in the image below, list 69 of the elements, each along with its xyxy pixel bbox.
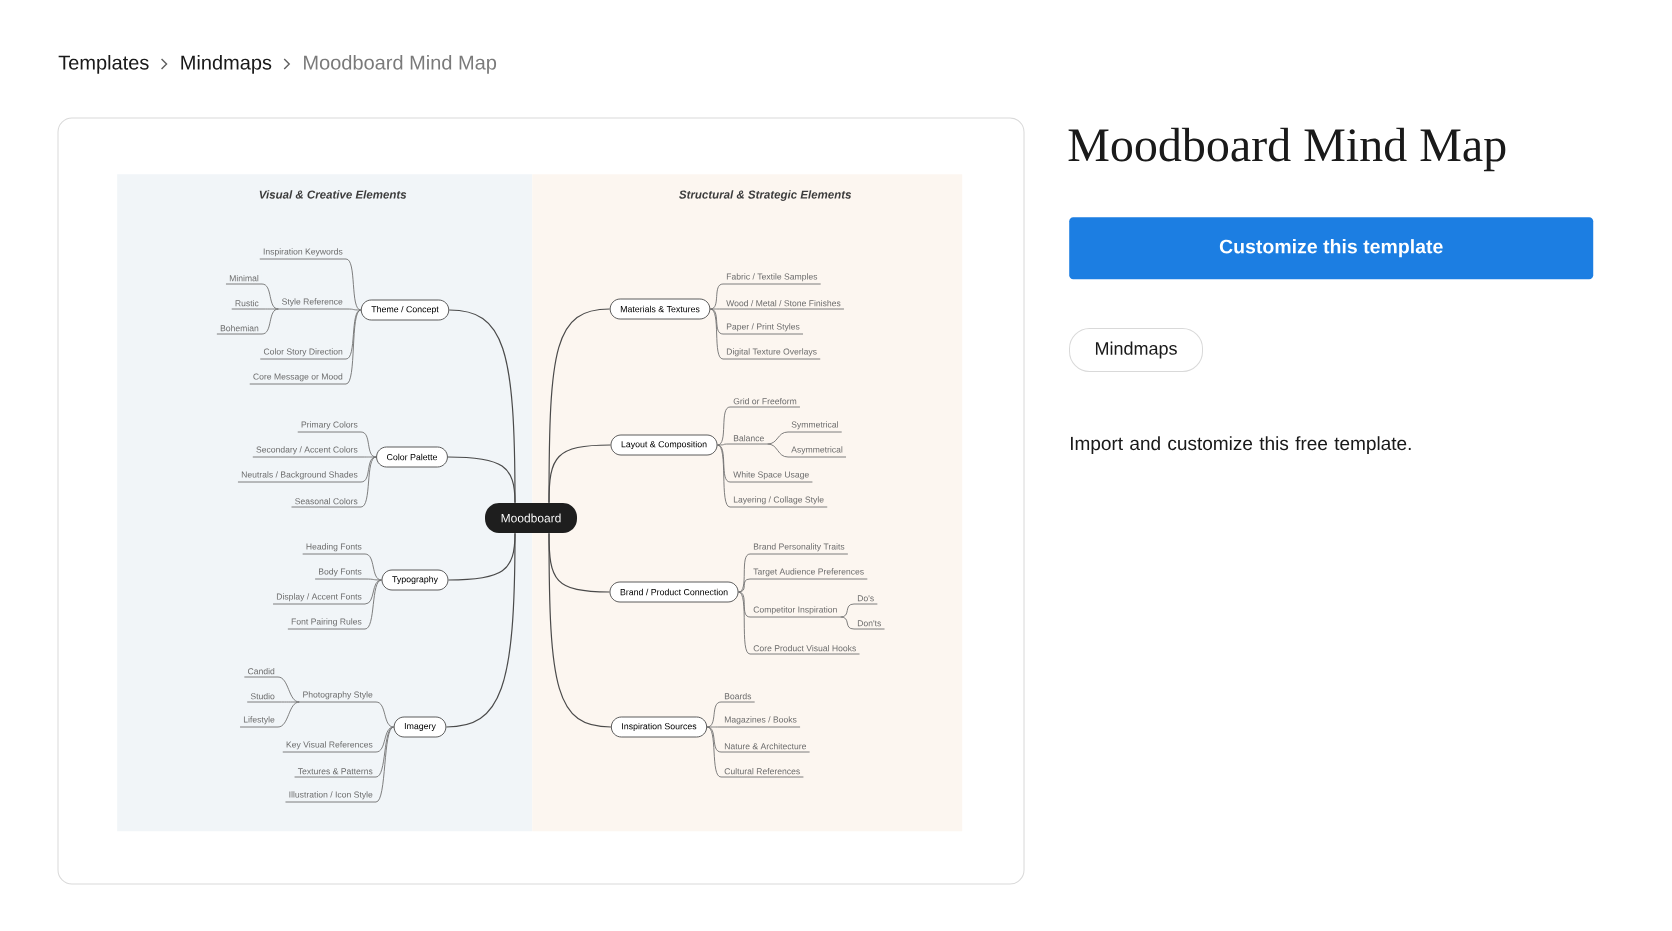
branch-connector: [345, 309, 362, 385]
description-text: Import and customize this free template.: [1070, 436, 1411, 454]
branch-connector: [261, 308, 279, 310]
topic-pill: Layout & Composition: [610, 434, 718, 456]
branch-connector: [345, 308, 362, 311]
central-topic: Moodboard: [485, 503, 577, 533]
breadcrumb-link: Templates: [58, 55, 149, 74]
branch-connector: [364, 578, 382, 581]
branch-label: Candid: [243, 665, 279, 678]
branch-connector: [840, 616, 855, 630]
branch-connector: [345, 258, 362, 311]
breadcrumb-current: Moodboard Mind Map: [304, 55, 497, 74]
branch-connector: [364, 553, 382, 581]
category-tag: Mindmaps: [1069, 328, 1203, 372]
topic-pill: Imagery: [393, 716, 447, 738]
page-title: Moodboard Mind Map: [1068, 127, 1506, 172]
branch-connector: [738, 553, 751, 593]
branch-connector: [706, 726, 722, 728]
topic-pill: Brand / Product Connection: [609, 581, 739, 603]
topic-pill: Inspiration Sources: [610, 716, 708, 738]
branch-connector: [345, 309, 362, 360]
branch-connector: [767, 431, 789, 445]
branch-connector: [364, 579, 382, 605]
branch-label: Core Product Visual Hooks: [749, 642, 860, 655]
branch-connector: [375, 701, 395, 728]
topic-pill: Materials & Textures: [609, 298, 711, 320]
branch-connector: [717, 443, 731, 446]
branch-label: Rustic: [231, 297, 263, 310]
branch-connector: [261, 308, 279, 335]
branch-connector: [717, 406, 731, 446]
branch-label: Balance: [729, 432, 768, 445]
branch-connector: [548, 444, 612, 504]
topic-pill: Theme / Concept: [360, 299, 450, 321]
branch-label: Boards: [720, 690, 756, 703]
branch-connector: [738, 591, 751, 618]
branch-label: Studio: [246, 690, 279, 703]
branch-connector: [261, 283, 279, 310]
branch-connector: [548, 532, 612, 728]
breadcrumb-link: Mindmaps: [181, 55, 272, 74]
branch-label: Nature & Architecture: [720, 740, 811, 753]
branch-connector: [840, 603, 855, 618]
branch-connector: [277, 701, 300, 703]
branch-connector: [738, 578, 751, 593]
branch-connector: [277, 701, 300, 728]
branch-label: Don'ts: [853, 617, 885, 630]
branch-connector: [375, 726, 395, 803]
topic-pill: Color Palette: [376, 446, 448, 468]
branch-connector: [447, 456, 516, 504]
topic-pill: Typography: [381, 569, 449, 591]
branch-connector: [360, 456, 377, 508]
branch-label: Do's: [853, 592, 878, 605]
branch-connector: [445, 532, 516, 728]
branch-connector: [360, 456, 377, 483]
customize-button: Customize this template: [1069, 217, 1594, 280]
branch-label: Bohemian: [216, 322, 263, 335]
branch-label: Grid or Freeform: [729, 395, 801, 408]
branch-connector: [709, 308, 724, 360]
branch-label: Textures & Patterns: [294, 765, 377, 778]
branch-connector: [364, 579, 382, 630]
branch-connector: [706, 726, 722, 778]
branch-connector: [360, 456, 377, 458]
branch-label: Wood / Metal / Stone Finishes: [722, 297, 845, 310]
branch-connector: [717, 444, 731, 508]
branch-label: Cultural References: [720, 765, 804, 778]
branch-connector: [738, 591, 751, 655]
branch-label: Seasonal Colors: [291, 495, 362, 508]
branch-connector: [709, 308, 724, 310]
branch-label: Minimal: [225, 272, 263, 285]
branch-connector: [767, 443, 789, 458]
